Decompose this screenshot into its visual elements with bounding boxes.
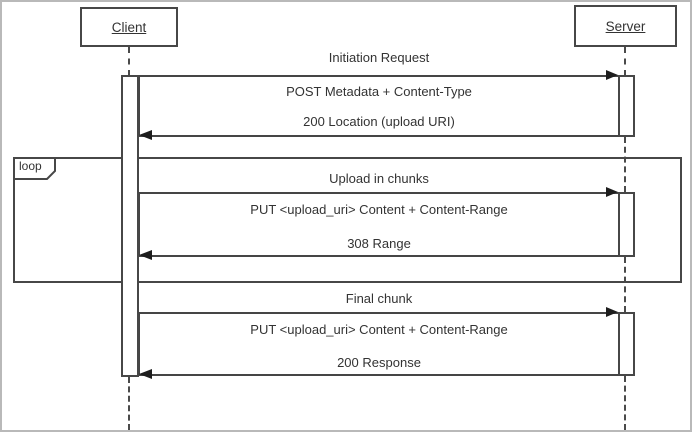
response-label-final-chunk: 200 Response (337, 355, 421, 370)
actor-box-client: Client (80, 7, 178, 47)
response-arrowhead-icon (139, 130, 152, 140)
request-arrowhead-icon (606, 187, 618, 197)
client-activation-bar (121, 75, 139, 377)
server-activation-bar-2 (618, 192, 635, 257)
server-activation-bar-3 (618, 312, 635, 376)
client-lifeline-lower (128, 377, 130, 430)
section-header-chunk-upload: Upload in chunks (329, 171, 429, 186)
request-label-final-chunk: PUT <upload_uri> Content + Content-Range (250, 322, 508, 337)
loop-fragment-frame (13, 157, 682, 283)
request-arrowhead-icon (606, 307, 618, 317)
loop-operator-label: loop (19, 159, 42, 173)
actor-label-server: Server (605, 18, 646, 34)
actor-label-client: Client (111, 19, 147, 35)
response-label-initiation: 200 Location (upload URI) (303, 114, 455, 129)
server-activation-bar-1 (618, 75, 635, 137)
client-lifeline-upper (128, 47, 130, 76)
response-arrowhead-icon (139, 250, 152, 260)
section-header-initiation: Initiation Request (328, 50, 430, 65)
section-header-final-chunk: Final chunk (345, 291, 413, 306)
server-lifeline-mid-1 (624, 137, 626, 192)
loop-tab-pentagon (13, 157, 56, 180)
response-label-chunk-upload: 308 Range (347, 236, 411, 251)
response-arrowhead-icon (139, 369, 152, 379)
actor-box-server: Server (574, 5, 677, 47)
server-lifeline-mid-2 (624, 257, 626, 312)
request-label-chunk-upload: PUT <upload_uri> Content + Content-Range (250, 202, 508, 217)
request-label-initiation: POST Metadata + Content-Type (286, 84, 472, 99)
request-arrowhead-icon (606, 70, 618, 80)
server-lifeline-upper (624, 47, 626, 76)
server-lifeline-lower (624, 376, 626, 430)
